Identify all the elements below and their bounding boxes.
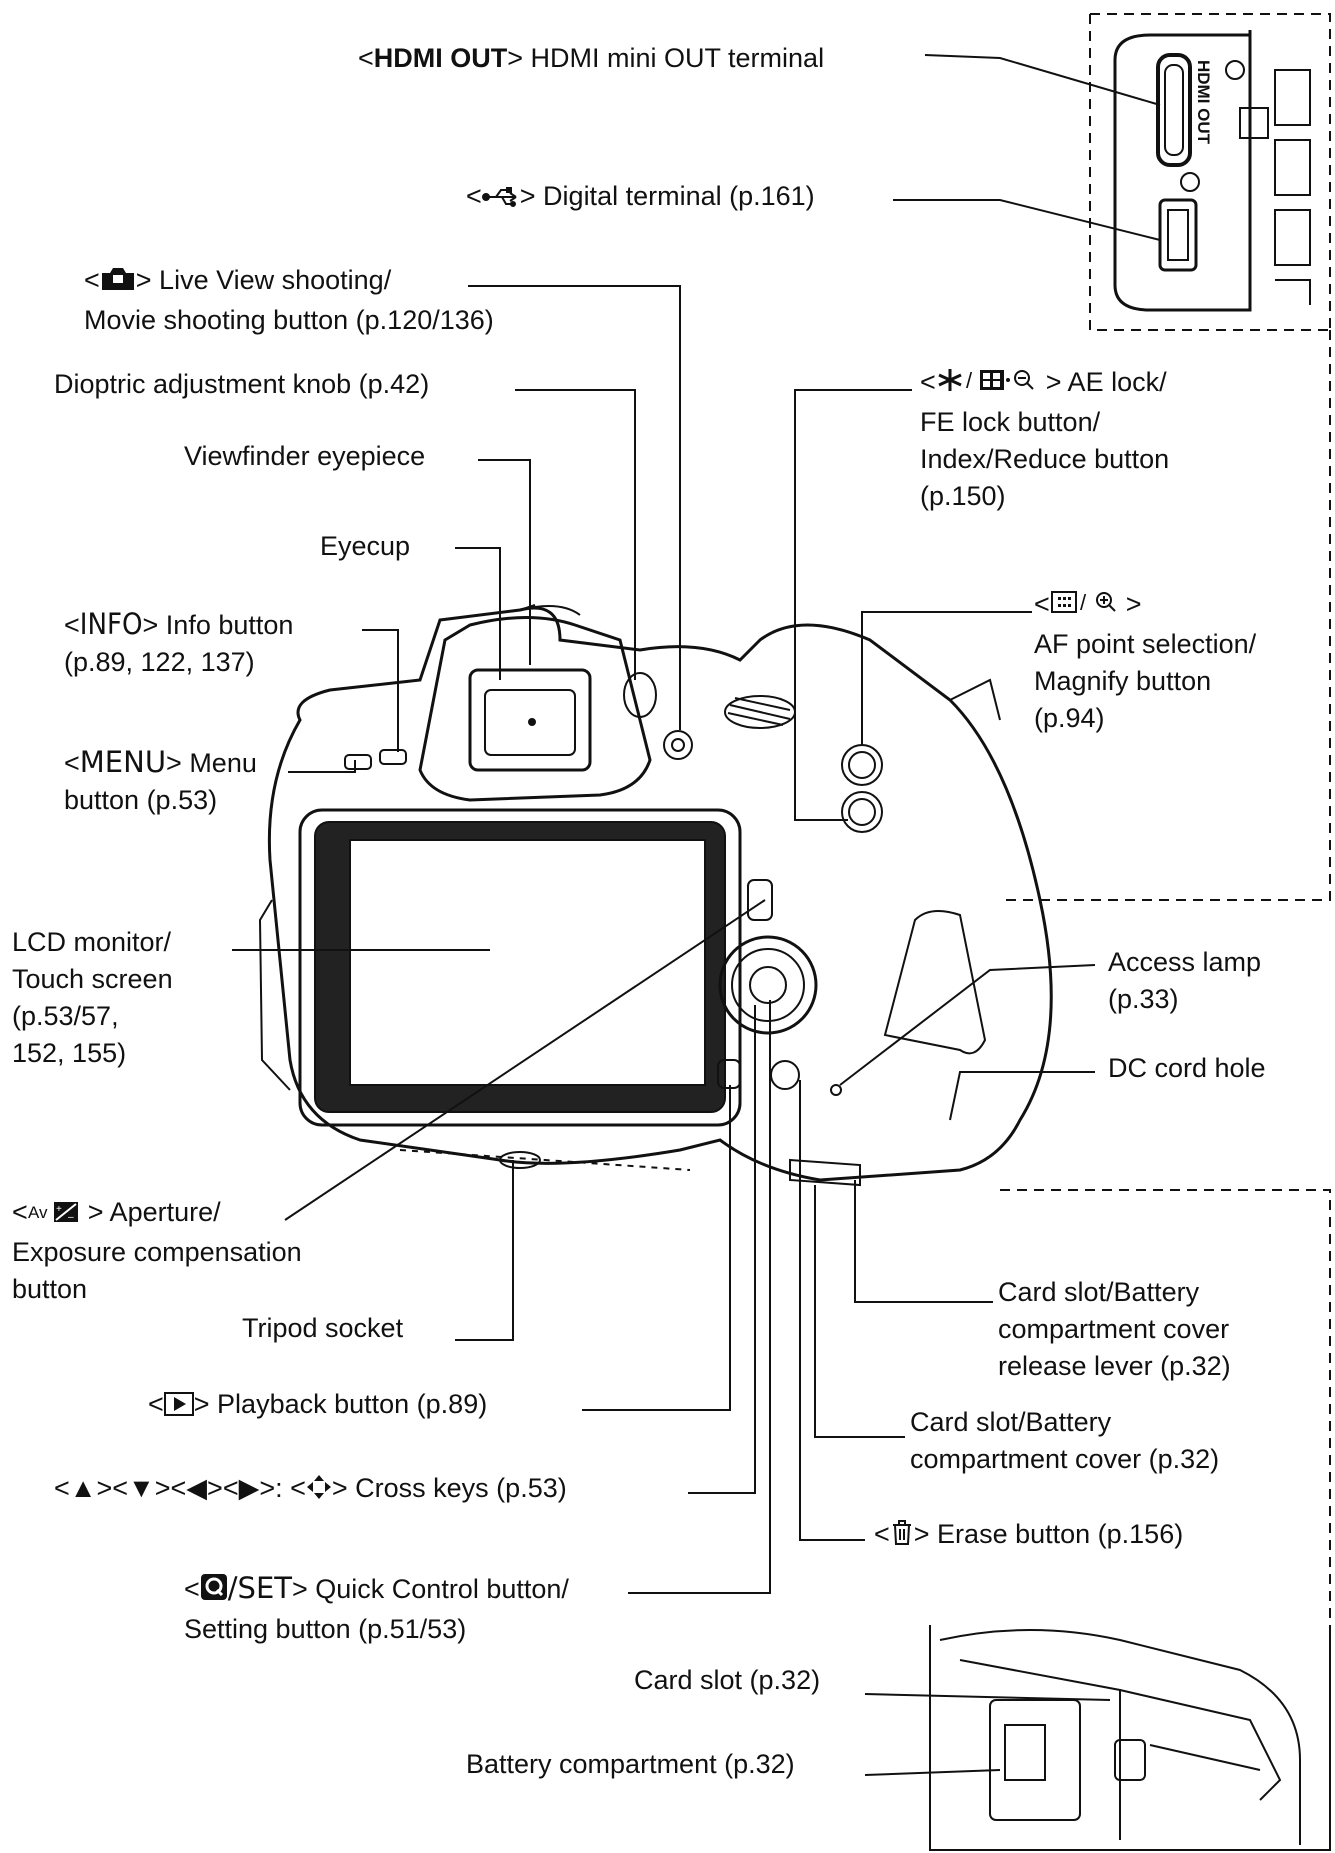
- av-exposure-icon: Av +–: [28, 1197, 88, 1234]
- callout-live-view: <> Live View shooting/ Movie shooting bu…: [84, 265, 494, 335]
- svg-text:Av: Av: [28, 1203, 48, 1222]
- play-icon: [163, 1389, 194, 1426]
- battery-inset: [929, 1625, 1331, 1851]
- callout-dioptric-knob: Dioptric adjustment knob (p.42): [54, 369, 430, 399]
- callout-info-button: <INFO> Info button (p.89, 122, 137): [64, 607, 294, 677]
- hdmi-port-label: HDMI OUT: [1194, 60, 1213, 145]
- callout-lcd-monitor: LCD monitor/ Touch screen (p.53/57, 152,…: [12, 927, 173, 1068]
- callout-playback-button: <> Playback button (p.89): [148, 1386, 487, 1426]
- svg-text:/: /: [1080, 590, 1087, 615]
- svg-text:/: /: [966, 368, 973, 393]
- callout-av-button: <Av+–> Aperture/ Exposure compensation b…: [12, 1197, 302, 1304]
- camera-icon: [100, 265, 136, 302]
- callout-hdmi: <HDMI OUT> HDMI mini OUT terminal: [358, 43, 825, 73]
- callout-dc-cord-hole: DC cord hole: [1108, 1053, 1266, 1083]
- cross-keys-icon: [306, 1473, 332, 1510]
- leader-lines: [232, 54, 1161, 1776]
- callout-ae-lock: </> AE lock/ FE lock button/ Index/Reduc…: [920, 366, 1170, 511]
- callout-viewfinder-eyepiece: Viewfinder eyepiece: [184, 441, 426, 471]
- callout-af-point: </> AF point selection/ Magnify button (…: [1034, 588, 1257, 733]
- q-icon: [200, 1573, 228, 1611]
- callout-cross-keys: <▲><▼><◀><▶>: <> Cross keys (p.53): [54, 1470, 567, 1510]
- ae-lock-icon: /: [936, 366, 1046, 404]
- svg-text:–: –: [68, 1212, 74, 1223]
- camera-body: [258, 604, 1053, 1187]
- callout-quick-control: </SET> Quick Control button/ Setting but…: [184, 1571, 569, 1644]
- callout-menu-button: <MENU> Menu button (p.53): [64, 745, 257, 815]
- svg-text:+: +: [56, 1204, 62, 1215]
- hdmi-key: HDMI OUT: [373, 43, 508, 73]
- trash-icon: [890, 1518, 914, 1556]
- callout-card-slot: Card slot (p.32): [634, 1665, 821, 1695]
- callout-erase-button: <> Erase button (p.156): [874, 1516, 1183, 1556]
- callout-access-lamp: Access lamp (p.33): [1108, 947, 1262, 1014]
- callout-battery-cover: Card slot/Battery compartment cover (p.3…: [910, 1407, 1220, 1474]
- callout-release-lever: Card slot/Battery compartment cover rele…: [998, 1277, 1231, 1381]
- callout-eyecup: Eyecup: [320, 531, 411, 561]
- callout-tripod-socket: Tripod socket: [242, 1313, 404, 1343]
- usb-icon: [481, 181, 520, 218]
- terminal-inset: HDMI OUT: [1089, 13, 1331, 331]
- callout-digital-terminal: <> Digital terminal (p.161): [466, 178, 815, 218]
- callout-battery-compartment: Battery compartment (p.32): [466, 1749, 795, 1779]
- af-point-icon: /: [1050, 588, 1126, 626]
